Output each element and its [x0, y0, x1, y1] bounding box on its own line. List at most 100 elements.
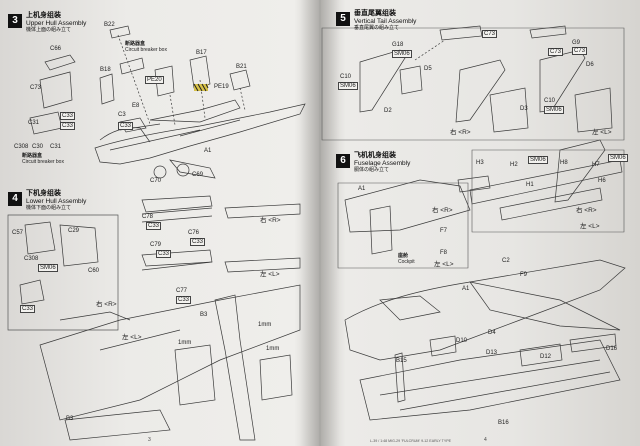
- part-label: SM06: [544, 106, 564, 114]
- part-label: C33: [20, 305, 36, 313]
- part-label: SM06: [608, 154, 628, 162]
- part-label: C33: [190, 238, 206, 246]
- circuit-breaker-note-2-cn: 断路器盒: [22, 153, 43, 159]
- step-3-title: 上机身组装 Upper Hull Assembly 機体上面の組み立て: [26, 12, 86, 33]
- part-label: D13: [486, 350, 498, 356]
- step-6-title-en: Fuselage Assembly: [354, 160, 411, 168]
- part-label: C308: [14, 144, 29, 150]
- photo-etch-label: PE19: [214, 84, 229, 90]
- part-label: C33: [176, 296, 192, 304]
- part-label: A1: [462, 286, 470, 292]
- photo-etch-label: PE20: [145, 76, 164, 84]
- left-side-label: 左 <L>: [122, 334, 142, 341]
- part-label: C79: [150, 242, 162, 248]
- part-label: C33: [118, 122, 134, 130]
- part-label: C70: [150, 178, 162, 184]
- part-label: C3: [118, 112, 126, 118]
- part-label: H1: [526, 182, 534, 188]
- step-4-number: 4: [8, 192, 22, 206]
- part-label: C2: [502, 258, 510, 264]
- center-gutter: [300, 0, 340, 446]
- part-label: B17: [196, 50, 207, 56]
- part-label: F7: [440, 228, 448, 234]
- part-label: D12: [540, 354, 552, 360]
- cockpit-note-cn: 座舱: [398, 253, 409, 259]
- part-label: H3: [476, 160, 484, 166]
- step-5-number: 5: [336, 12, 350, 26]
- part-label: D5: [424, 66, 432, 72]
- part-label: C77: [176, 288, 188, 294]
- part-label: C30: [32, 144, 44, 150]
- step-5-title: 垂直尾翼组装 Vertical Tail Assembly 垂直尾翼の組み立て: [354, 10, 416, 31]
- part-label: B3: [200, 312, 208, 318]
- measurement-label: 1mm: [178, 340, 192, 346]
- part-label: H2: [510, 162, 518, 168]
- part-label: B15: [396, 358, 407, 364]
- right-side-label: 右 <R>: [450, 129, 471, 136]
- part-label: SM06: [38, 264, 58, 272]
- part-label: H8: [560, 160, 568, 166]
- part-label: C29: [68, 228, 80, 234]
- left-side-label: 左 <L>: [580, 223, 600, 230]
- left-side-label: 左 <L>: [260, 271, 280, 278]
- part-label: A1: [204, 148, 212, 154]
- part-label: C308: [24, 256, 39, 262]
- part-label: D6: [586, 62, 594, 68]
- part-label: SM06: [338, 82, 358, 90]
- right-side-label: 右 <R>: [96, 301, 117, 308]
- step-3-title-en: Upper Hull Assembly: [26, 20, 87, 28]
- circuit-breaker-note: 断路器盒 Circuit breaker box: [125, 41, 167, 53]
- right-side-label: 右 <R>: [260, 217, 281, 224]
- measurement-label: 1mm: [258, 322, 272, 328]
- step-6-number: 6: [336, 154, 350, 168]
- part-label: C73: [30, 85, 42, 91]
- part-label: D10: [456, 338, 468, 344]
- step-4-title-cn: 下机身组装: [26, 190, 61, 197]
- step-4-title: 下机身组装 Lower Hull Assembly 機体下面の組み立て: [26, 190, 86, 211]
- part-label: SM06: [528, 156, 548, 164]
- part-label: B18: [100, 67, 111, 73]
- part-label: SM06: [392, 50, 412, 58]
- part-label: C33: [60, 112, 76, 120]
- part-label: D3: [520, 106, 528, 112]
- part-label: C31: [50, 144, 62, 150]
- part-label: B3: [66, 416, 74, 422]
- cockpit-note: 座舱 Cockpit: [398, 253, 415, 265]
- cockpit-note-en: Cockpit: [398, 258, 415, 265]
- part-label: H7: [592, 162, 600, 168]
- part-label: D2: [384, 108, 392, 114]
- part-label: C33: [60, 122, 76, 130]
- right-page-footer: L-39 / 1:48 MIG-29 'FULCRUM' 9-12 EARLY …: [370, 439, 452, 443]
- step-4-title-jp: 機体下面の組み立て: [26, 204, 72, 211]
- circuit-breaker-note-en: Circuit breaker box: [125, 46, 167, 53]
- part-label: D4: [488, 330, 496, 336]
- part-label: E8: [132, 103, 140, 109]
- part-label: F8: [440, 250, 448, 256]
- part-label: C76: [188, 230, 200, 236]
- step-5-title-jp: 垂直尾翼の組み立て: [354, 24, 400, 31]
- left-page-number: 3: [148, 437, 151, 443]
- circuit-breaker-note-2: 断路器盒 Circuit breaker box: [22, 153, 64, 165]
- part-label: C60: [88, 268, 100, 274]
- part-label: H6: [598, 178, 606, 184]
- right-side-label: 右 <R>: [576, 207, 597, 214]
- part-label: C57: [12, 230, 24, 236]
- part-label: C33: [156, 250, 172, 258]
- part-label: C33: [146, 222, 162, 230]
- circuit-breaker-note-cn: 断路器盒: [125, 41, 146, 47]
- right-side-label: 右 <R>: [432, 207, 453, 214]
- part-label: C73: [548, 48, 564, 56]
- part-label: C73: [572, 47, 588, 55]
- part-label: F9: [520, 272, 528, 278]
- part-label: C66: [50, 46, 62, 52]
- part-label: C69: [192, 172, 204, 178]
- step-6-title-cn: 飞机机身组装: [354, 152, 396, 159]
- step-3-title-jp: 機体上面の組み立て: [26, 26, 72, 33]
- step-6-title-jp: 胴体の組み立て: [354, 166, 390, 173]
- measurement-label: 1mm: [266, 346, 280, 352]
- left-side-label: 左 <L>: [592, 129, 612, 136]
- part-label: A1: [358, 186, 366, 192]
- step-3-number: 3: [8, 14, 22, 28]
